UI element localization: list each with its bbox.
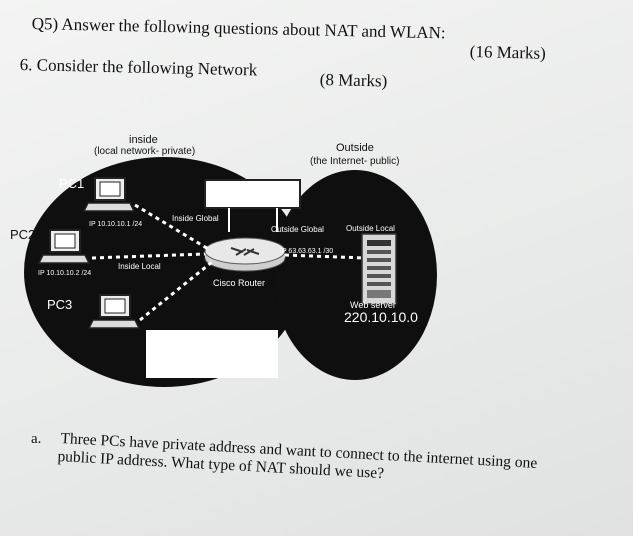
router-label: Cisco Router	[213, 278, 266, 288]
router-ip: IP 63.63.63.1 /30	[280, 248, 334, 255]
router-icon	[204, 237, 286, 272]
pc3-label: PC3	[47, 297, 73, 312]
outside-global-label: Outside Global	[271, 225, 324, 234]
inside-local-label: Inside Local	[118, 262, 161, 271]
outside-network-cloud	[273, 170, 437, 380]
inside-label-box	[146, 330, 278, 378]
pc1-icon	[82, 177, 136, 212]
inside-subtitle: (local network- private)	[94, 146, 196, 157]
pc2-icon	[37, 229, 91, 264]
pc3-ip: IP 10.10.10.3 /24	[76, 340, 130, 347]
inside-global-label: Inside Global	[172, 214, 219, 223]
network-links	[91, 203, 366, 322]
web-server-ip: 220.10.10.0	[344, 309, 418, 325]
outside-subtitle: (the Internet- public)	[310, 156, 400, 167]
pc3-icon	[87, 294, 141, 329]
pc1-label: PC1	[59, 176, 85, 191]
inside-network-cloud	[24, 157, 304, 387]
part-a-label: a.	[31, 431, 42, 447]
inside-title: inside	[129, 134, 158, 146]
web-server-label: Web server	[350, 300, 396, 310]
nat-connector-box	[204, 179, 301, 209]
pc2-label: PC2	[10, 227, 36, 242]
pc1-ip: IP 10.10.10.1 /24	[89, 221, 143, 228]
web-server-icon	[361, 233, 397, 305]
pc2-ip: IP 10.10.10.2 /24	[38, 270, 92, 277]
outside-local-label: Outside Local	[346, 224, 395, 233]
outside-title: Outside	[336, 142, 374, 154]
